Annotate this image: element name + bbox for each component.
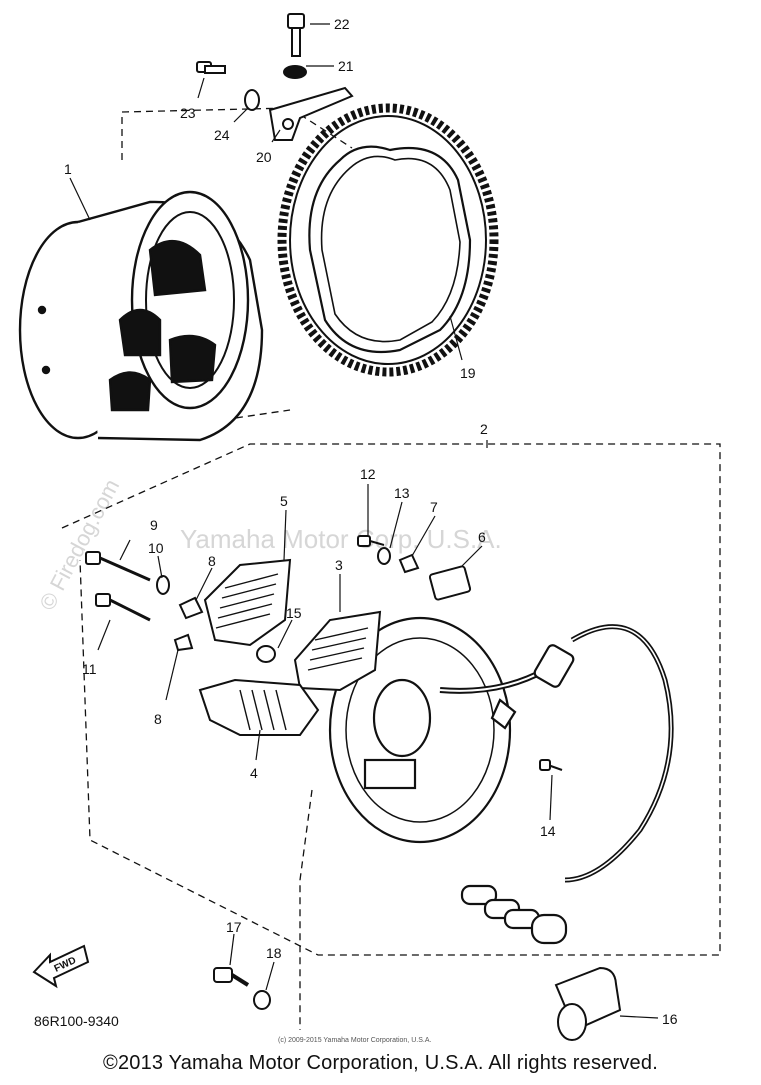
callout-4: 4 (250, 765, 258, 781)
dashed-frame-bolt (299, 789, 313, 1030)
callout-20: 20 (256, 149, 272, 165)
callout-9: 9 (150, 517, 158, 533)
leader-lines (69, 23, 659, 1019)
dashed-frame-flywheel-lower (69, 409, 291, 433)
callout-13: 13 (394, 485, 410, 501)
callout-14: 14 (540, 823, 556, 839)
callout-2: 2 (480, 421, 488, 437)
dashed-frame-flywheel (121, 107, 353, 160)
flywheel-rotor (18, 190, 264, 442)
callout-8-lower: 8 (154, 711, 162, 727)
watermark-center: Yamaha Motor Corp. U.S.A. (180, 524, 502, 554)
fwd-arrow-icon (32, 944, 90, 989)
fwd-arrow: FWD (32, 944, 90, 989)
callout-21: 21 (338, 58, 354, 74)
stator-base-plate (328, 616, 674, 945)
callout-17: 17 (226, 919, 242, 935)
callout-18: 18 (266, 945, 282, 961)
callout-5: 5 (280, 493, 288, 509)
callout-1: 1 (64, 161, 72, 177)
ring-gear (277, 103, 499, 377)
callout-22: 22 (334, 16, 350, 32)
footer-small-copyright: (c) 2009-2015 Yamaha Motor Corporation, … (278, 1037, 431, 1044)
watermark-firedog-left: © Firedog.com (34, 475, 124, 614)
callout-8-upper: 8 (208, 553, 216, 569)
bracket-and-bolts (196, 13, 354, 141)
callout-24: 24 (214, 127, 230, 143)
dashed-frames (61, 107, 721, 1030)
callout-6: 6 (478, 529, 486, 545)
part-code: 86R100-9340 (34, 1013, 119, 1029)
copyright-notice: ©2013 Yamaha Motor Corporation, U.S.A. A… (103, 1052, 658, 1074)
callout-numbers: 22 21 23 24 20 1 19 2 12 5 13 7 6 9 10 8… (64, 16, 678, 1027)
coils (198, 558, 382, 736)
callout-19: 19 (460, 365, 476, 381)
dashed-frame-stator (61, 443, 721, 956)
callout-23: 23 (180, 105, 196, 121)
callout-11: 11 (82, 661, 97, 677)
callout-16: 16 (662, 1011, 678, 1027)
callout-3: 3 (335, 557, 343, 573)
callout-10: 10 (148, 540, 164, 556)
callout-12: 12 (360, 466, 376, 482)
callout-7: 7 (430, 499, 438, 515)
callout-15: 15 (286, 605, 302, 621)
small-hardware (85, 535, 622, 1041)
